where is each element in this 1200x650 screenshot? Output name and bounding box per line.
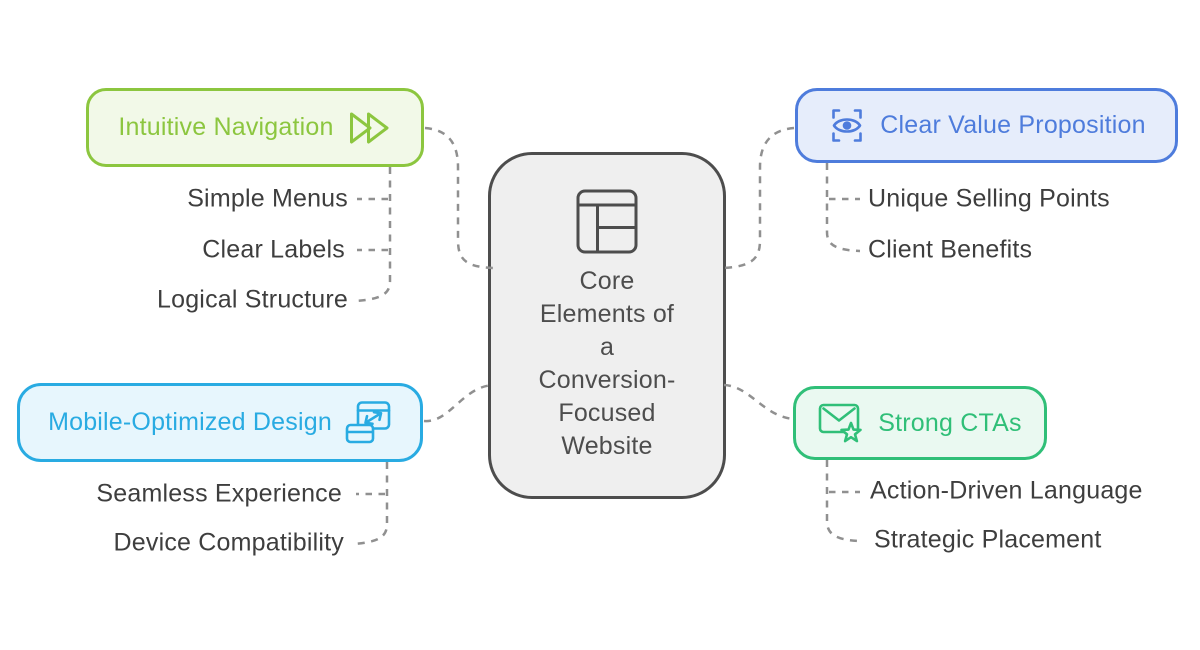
fast-forward-icon <box>349 112 389 143</box>
node-mobile-optimized-design: Mobile-Optimized Design <box>17 383 423 462</box>
sub-item-strategic-placement: Strategic Placement <box>874 525 1102 554</box>
sub-item-simple-menus: Simple Menus <box>187 184 348 213</box>
connector-mobile-children <box>353 462 389 546</box>
mail-star-icon <box>818 403 863 442</box>
connector-value-children <box>825 163 861 253</box>
sub-item-client-benefits: Client Benefits <box>868 235 1033 264</box>
sub-item-device-compatibility: Device Compatibility <box>113 528 344 557</box>
connector-center-to-value <box>720 126 795 270</box>
connector-ctas-children <box>825 460 861 543</box>
node-label: Mobile-Optimized Design <box>48 408 332 436</box>
node-label: Strong CTAs <box>878 408 1022 437</box>
node-center-topic: Core Elements of a Conversion- Focused W… <box>488 152 726 499</box>
node-label: Intuitive Navigation <box>118 113 334 141</box>
responsive-design-icon <box>345 401 391 444</box>
node-strong-ctas: Strong CTAs <box>793 386 1047 460</box>
connector-intuitive-to-center <box>424 126 494 270</box>
sub-item-clear-labels: Clear Labels <box>202 235 345 264</box>
node-label: Clear Value Proposition <box>880 111 1146 139</box>
sub-item-logical-structure: Logical Structure <box>157 285 348 314</box>
connector-mobile-to-center <box>423 383 494 423</box>
connector-intuitive-children <box>355 167 392 303</box>
connector-center-to-ctas <box>723 383 795 421</box>
center-topic-title: Core Elements of a Conversion- Focused W… <box>538 267 676 460</box>
sub-item-seamless-experience: Seamless Experience <box>96 479 342 508</box>
layout-grid-icon <box>576 189 638 254</box>
sub-item-unique-selling-points: Unique Selling Points <box>868 184 1110 213</box>
node-clear-value-proposition: Clear Value Proposition <box>795 88 1178 163</box>
sub-item-action-driven-language: Action-Driven Language <box>870 476 1143 505</box>
node-intuitive-navigation: Intuitive Navigation <box>86 88 424 167</box>
eye-scan-icon <box>832 109 863 142</box>
